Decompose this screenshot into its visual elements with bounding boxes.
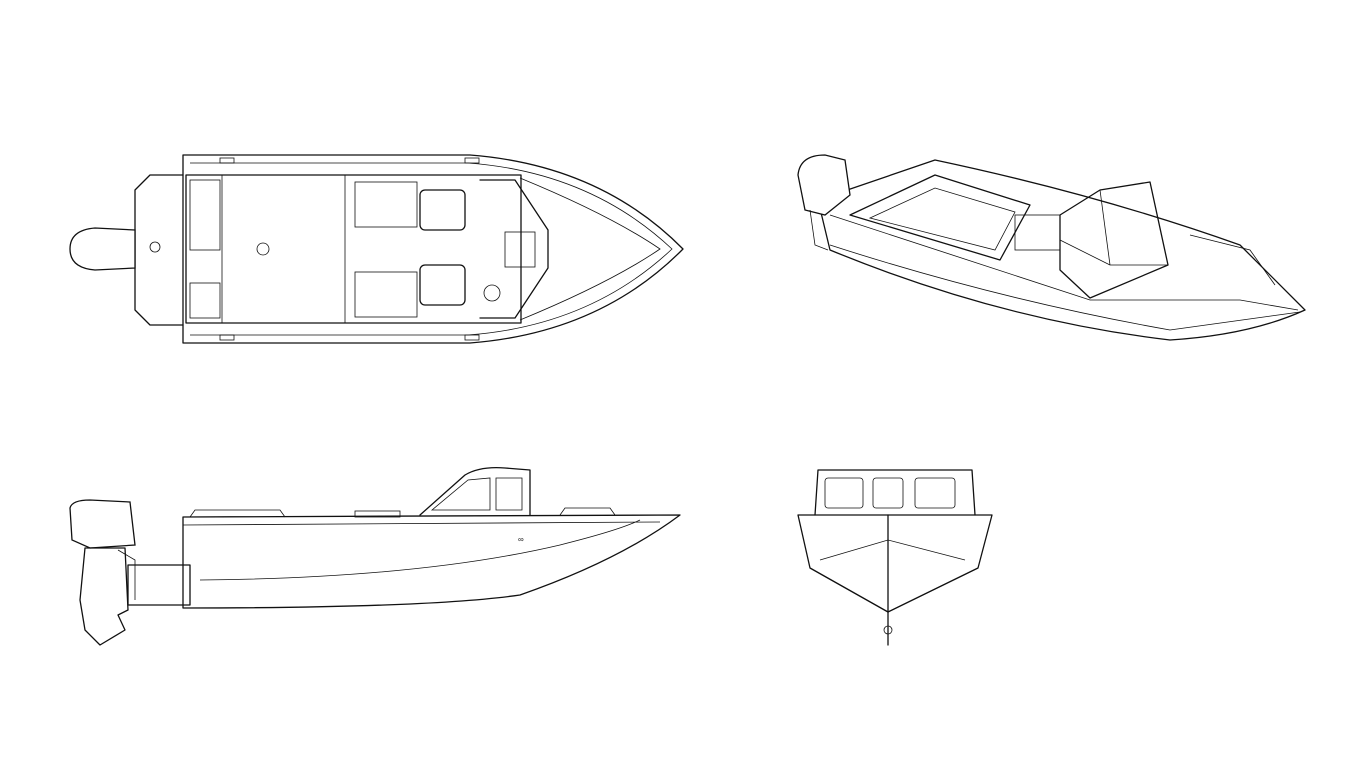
top-cleat-1 xyxy=(219,157,235,164)
top-windshield xyxy=(479,179,549,319)
top-bench-lower xyxy=(354,271,418,318)
front-window-left xyxy=(824,477,864,509)
front-window-center xyxy=(872,477,904,509)
front-hull xyxy=(797,514,993,613)
side-rail-bow xyxy=(559,507,616,516)
top-cleat-2 xyxy=(219,334,235,341)
front-cabin xyxy=(814,469,976,516)
persp-windshield xyxy=(1059,181,1169,299)
side-console xyxy=(354,510,401,518)
front-chines xyxy=(809,539,979,613)
perspective-view xyxy=(797,154,1306,341)
top-cleat-4 xyxy=(464,334,480,341)
top-steering-wheel xyxy=(483,284,501,302)
top-rear-locker-2 xyxy=(189,282,221,319)
top-cockpit xyxy=(185,174,522,324)
front-tow-eye xyxy=(883,625,893,635)
side-windshield xyxy=(419,467,531,516)
top-seat-lower xyxy=(419,264,466,306)
top-bench-upper xyxy=(354,181,418,228)
side-windshield-inner xyxy=(430,477,523,511)
persp-hull-outline xyxy=(817,159,1306,341)
side-hull-outline xyxy=(182,514,681,609)
side-view: ∞ xyxy=(69,467,681,646)
persp-seat xyxy=(1014,214,1061,251)
persp-chine xyxy=(829,244,1301,331)
side-rail-rear xyxy=(189,509,286,518)
persp-cockpit xyxy=(849,174,1031,261)
side-outboard-bracket xyxy=(117,549,136,600)
persp-windshield-frame xyxy=(1059,189,1168,266)
side-transom-platform xyxy=(127,564,191,606)
top-hull-outline xyxy=(182,154,684,344)
top-gunwale-inner xyxy=(190,162,673,336)
persp-outboard-motor xyxy=(797,154,851,216)
persp-cockpit-floor xyxy=(868,187,1016,251)
persp-gunwale xyxy=(829,214,1299,311)
top-deck-hatch xyxy=(256,242,270,256)
persp-motor-leg xyxy=(809,209,829,251)
side-outboard-cowl xyxy=(69,499,136,549)
side-hull-badge: ∞ xyxy=(518,535,524,544)
top-seat-upper xyxy=(419,189,466,231)
top-walkthrough xyxy=(504,231,536,268)
top-cleat-3 xyxy=(464,157,480,164)
side-outboard-leg xyxy=(79,547,129,646)
persp-bow-rail xyxy=(1189,234,1276,286)
top-bow-chine xyxy=(519,177,661,321)
front-window-right xyxy=(914,477,956,509)
top-view xyxy=(69,154,684,344)
top-transom-drain xyxy=(149,241,161,253)
top-outboard-motor xyxy=(69,227,136,271)
top-rear-locker xyxy=(189,179,221,251)
front-view xyxy=(797,469,993,646)
side-chine xyxy=(199,519,641,581)
side-rubrail xyxy=(182,521,661,526)
